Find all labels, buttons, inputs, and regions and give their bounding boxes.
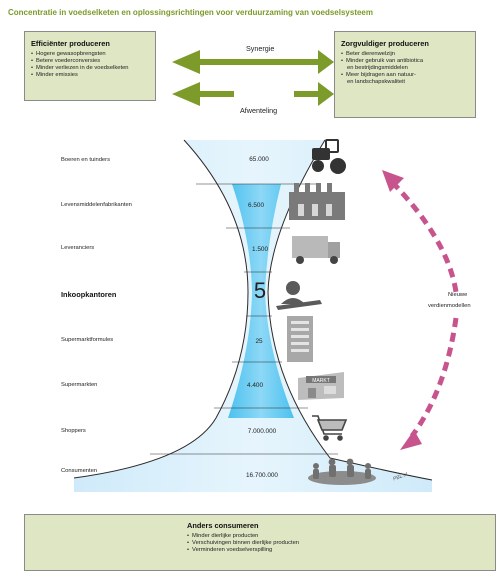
side-label-line2: verdienmodellen xyxy=(428,303,471,309)
chain-funnel xyxy=(73,139,433,492)
bottom-box-item: Verminderen voedselverspilling xyxy=(187,547,495,554)
right-box-item: Meer bijdragen aan natuur- xyxy=(341,72,469,79)
office-building-icon xyxy=(287,316,313,362)
tractor-icon xyxy=(312,139,346,174)
left-box-item: Hogere gewasopbrengsten xyxy=(31,51,149,58)
right-box: Zorgvuldiger produceren Beter dierenwelz… xyxy=(334,31,476,118)
chain-value: 7.000.000 xyxy=(247,428,277,435)
left-box-item: Betere voederconversies xyxy=(31,58,149,65)
shifting-arrows xyxy=(172,82,334,106)
right-box-item: en bestrijdingsmiddelen xyxy=(347,65,408,71)
chain-value: 65.000 xyxy=(249,156,269,163)
chain-label: Levensmiddelenfabrikanten xyxy=(61,202,132,208)
chain-value: 1.500 xyxy=(252,246,268,253)
new-earnings-models-arrow xyxy=(382,170,459,450)
bottom-box-item: Minder dierlijke producten xyxy=(187,533,495,540)
right-box-item: Beter dierenwelzijn xyxy=(341,51,469,58)
figure-title: Concentratie in voedselketen en oplossin… xyxy=(8,8,373,17)
right-box-heading: Zorgvuldiger produceren xyxy=(341,39,429,48)
left-box: Efficiënter produceren Hogere gewasopbre… xyxy=(24,31,156,101)
bottom-box: Anders consumeren Minder dierlijke produ… xyxy=(24,514,496,571)
supermarket-sign: MARKT xyxy=(312,378,330,384)
shifting-label: Afwenteling xyxy=(240,106,278,115)
chain-label: Consumenten xyxy=(61,468,98,474)
right-box-item: Minder gebruik van antibiotica xyxy=(341,58,469,65)
factory-icon xyxy=(289,183,345,220)
chain-label: Boeren en tuinders xyxy=(61,157,110,163)
chain-value: 5 xyxy=(253,278,267,303)
chain-value: 25 xyxy=(255,338,263,345)
chain-value: 4.400 xyxy=(247,382,263,389)
chain-value: 6.500 xyxy=(248,202,264,209)
truck-icon xyxy=(292,236,340,264)
right-box-item: en landschapskwaliteit xyxy=(347,79,406,85)
bottom-box-item: Verschuivingen binnen dierlijke producte… xyxy=(187,540,495,547)
supermarket-icon: MARKT xyxy=(298,372,344,400)
synergy-label: Synergie xyxy=(246,44,275,53)
side-label-line1: Nieuwe xyxy=(448,292,468,298)
bottom-box-heading: Anders consumeren xyxy=(187,521,259,530)
shopping-cart-icon xyxy=(312,415,348,441)
chain-label: Supermarkten xyxy=(61,382,98,388)
chain-label: Leveranciers xyxy=(61,245,95,251)
left-box-item: Minder emissies xyxy=(31,72,149,79)
consumers-icon xyxy=(308,458,376,485)
chain-value: 16.700.000 xyxy=(246,472,278,479)
chain-label: Inkoopkantoren xyxy=(61,290,117,299)
left-box-heading: Efficiënter produceren xyxy=(31,39,110,48)
chain-label: Shoppers xyxy=(61,428,86,434)
chain-label: Supermarktformules xyxy=(61,337,114,343)
left-box-item: Minder verliezen in de voedselketen xyxy=(31,65,149,72)
synergy-arrow xyxy=(172,50,334,74)
buyer-icon xyxy=(276,281,322,310)
